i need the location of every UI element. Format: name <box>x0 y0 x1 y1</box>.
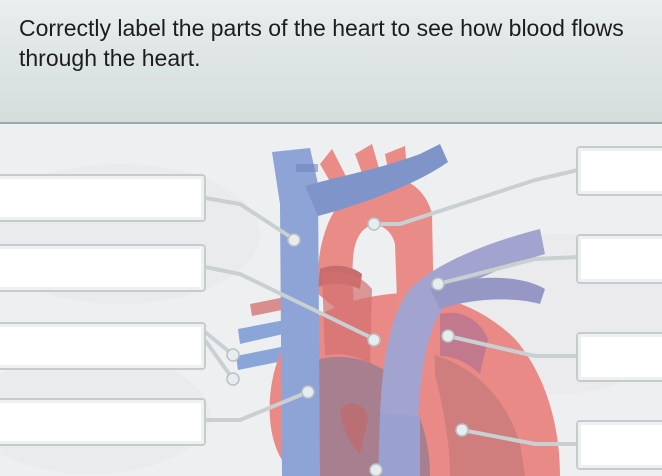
label-drop-box-right-1[interactable] <box>576 146 662 196</box>
label-drop-box-right-4[interactable] <box>576 420 662 470</box>
instruction-text: Correctly label the parts of the heart t… <box>19 15 624 71</box>
label-drop-box-right-3[interactable] <box>576 332 662 382</box>
pulmonary-artery <box>378 229 545 476</box>
label-drop-box-left-1[interactable] <box>0 174 206 222</box>
label-drop-box-left-2[interactable] <box>0 244 206 292</box>
instruction-header: Correctly label the parts of the heart t… <box>0 0 662 124</box>
label-drop-box-left-4[interactable] <box>0 398 206 446</box>
label-drop-box-left-3[interactable] <box>0 322 206 370</box>
connector-dots <box>226 217 469 476</box>
heart-diagram-stage <box>0 124 662 476</box>
label-drop-box-right-2[interactable] <box>576 234 662 284</box>
chamber-detail <box>322 272 488 454</box>
leader-lines <box>203 168 579 476</box>
